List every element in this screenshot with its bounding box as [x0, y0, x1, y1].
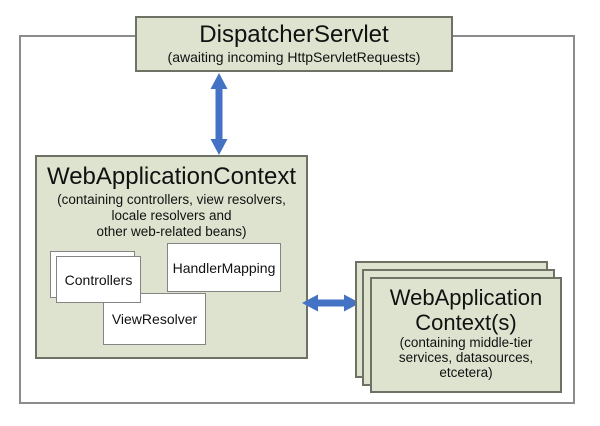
root-context-subtitle-line3: etcetera) [439, 365, 493, 380]
dispatcher-servlet-box: DispatcherServlet (awaiting incoming Htt… [135, 16, 453, 72]
root-context-title-line2: Context(s) [415, 310, 517, 335]
view-resolver-label: ViewResolver [111, 311, 198, 327]
root-context-subtitle-line1: (containing middle-tier [399, 335, 533, 350]
controllers-box: Controllers [56, 256, 141, 303]
web-application-context-subtitle-line3: other web-related beans) [96, 224, 247, 239]
web-application-context-title: WebApplicationContext [46, 163, 297, 190]
dispatcher-servlet-title: DispatcherServlet [199, 21, 389, 48]
handler-mapping-label: HandlerMapping [172, 259, 276, 276]
bidirectional-arrow-horizontal-icon [301, 288, 361, 318]
controllers-label: Controllers [64, 271, 133, 288]
root-context-title-line1: WebApplication [389, 285, 543, 310]
dispatcher-servlet-subtitle: (awaiting incoming HttpServletRequests) [167, 49, 421, 65]
web-application-context-subtitle-line1: (containing controllers, view resolvers, [57, 192, 286, 207]
handler-mapping-box: HandlerMapping [167, 243, 281, 292]
root-context-box-front: WebApplication Context(s) (containing mi… [370, 277, 562, 393]
root-context-subtitle-line2: services, datasources, [398, 350, 534, 365]
web-application-context-subtitle-line2: locale resolvers and [111, 208, 232, 223]
bidirectional-arrow-vertical-icon [204, 72, 234, 156]
